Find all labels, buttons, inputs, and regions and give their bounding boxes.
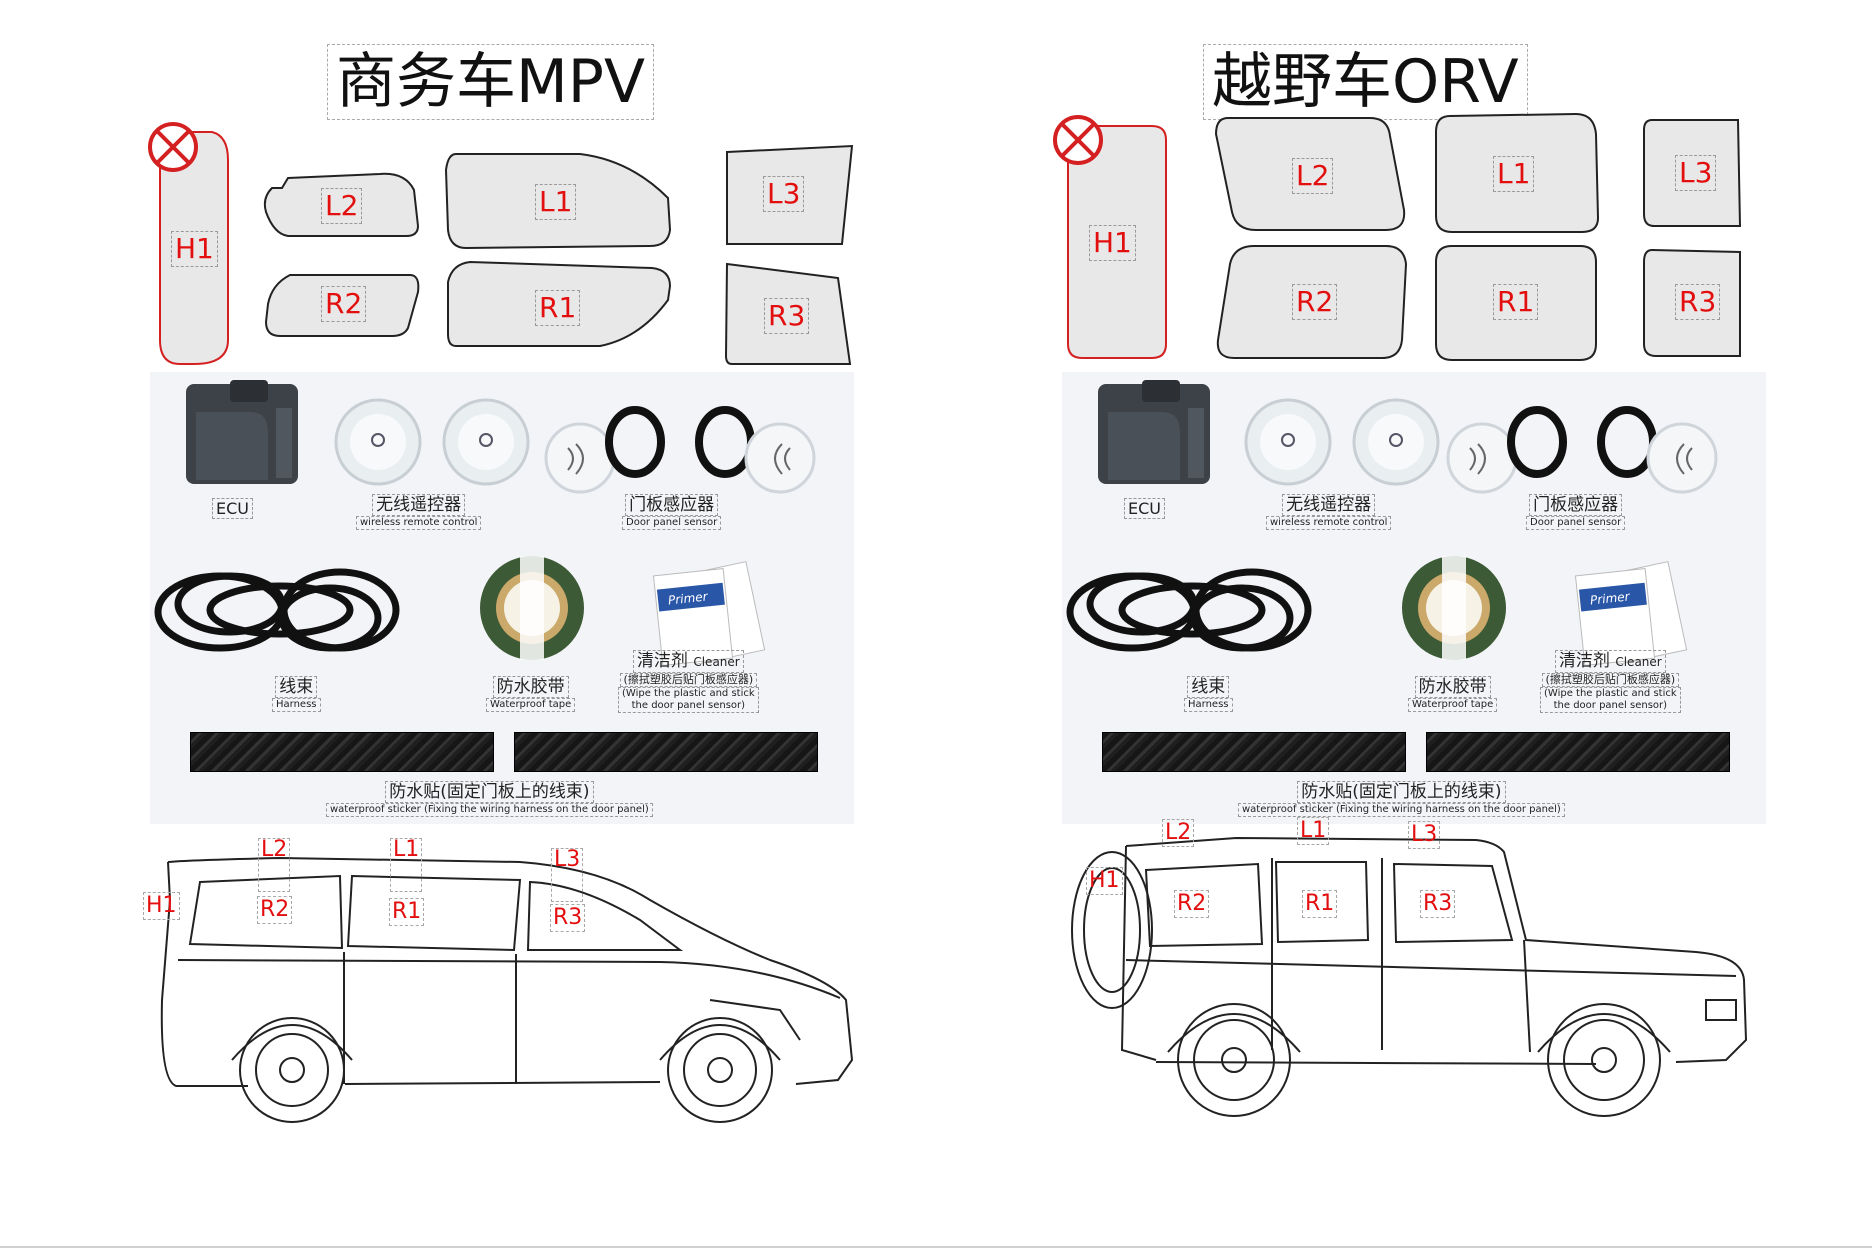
film-label-l1: L1 — [1493, 156, 1535, 192]
film-label-l2: L2 — [321, 188, 363, 224]
mpv-kit-items: Primer — [154, 380, 816, 666]
orv-kit-photo: Primer ECU 无线遥控器 wireless remote control… — [1062, 372, 1766, 824]
film-h1 — [1067, 125, 1167, 359]
caption-tape: 防水胶带 Waterproof tape — [1408, 676, 1498, 712]
mpv-kit-photo: Primer ECU 无线遥控器 wireless remote control… — [150, 372, 854, 824]
ecu-module — [186, 380, 298, 484]
caption-cleaner: 清洁剂 Cleaner (擦拭塑胶后贴门板感应器) (Wipe the plas… — [618, 650, 759, 713]
waterproof-sticker-2 — [514, 732, 818, 772]
tape-roll — [480, 556, 584, 660]
film-label-l3: L3 — [1675, 155, 1717, 191]
mpv-vehicle-drawing — [160, 856, 854, 1123]
film-r2 — [264, 274, 420, 337]
film-l2 — [1214, 117, 1406, 231]
film-label-r3: R3 — [764, 298, 810, 334]
orv-kit-items: Primer — [1066, 380, 1718, 666]
mpv-film-shapes — [159, 131, 854, 365]
caption-sticker: 防水贴(固定门板上的线束) waterproof sticker (Fixing… — [1238, 781, 1565, 817]
film-l3 — [726, 144, 854, 245]
film-label-r2: R2 — [1292, 284, 1338, 320]
film-r1 — [1435, 245, 1597, 361]
caption-sensor: 门板感应器 Door panel sensor — [622, 494, 722, 530]
primer-packet: Primer — [652, 561, 766, 666]
film-l2 — [263, 172, 420, 237]
vehicle-label-l1: L1 — [1297, 817, 1330, 845]
vehicle-label-r1: R1 — [389, 898, 425, 926]
wiring-harness — [1066, 568, 1312, 652]
vehicle-label-l2: L2 — [1162, 819, 1195, 847]
mpv-title: 商务车MPV — [327, 44, 654, 120]
mpv-panel: 商务车MPV H1 L2 L1 L3 R2 R1 R3 — [0, 0, 936, 1240]
caption-tape: 防水胶带 Waterproof tape — [486, 676, 576, 712]
remote-control — [334, 398, 530, 486]
remote-control — [1244, 398, 1440, 486]
vehicle-label-h1: H1 — [1086, 867, 1123, 895]
orv-film-shapes — [1067, 112, 1742, 361]
vehicle-label-l3: L3 — [551, 848, 584, 902]
caption-ecu: ECU — [1124, 498, 1165, 519]
film-label-r2: R2 — [321, 286, 367, 322]
film-r2 — [1216, 245, 1408, 359]
film-label-r1: R1 — [535, 290, 581, 326]
prohibited-icon — [1053, 115, 1103, 165]
film-label-l2: L2 — [1292, 158, 1334, 194]
vehicle-label-r3: R3 — [550, 904, 586, 932]
vehicle-label-l3: L3 — [1408, 821, 1441, 849]
tape-roll — [1402, 556, 1506, 660]
vehicle-label-l1: L1 — [390, 838, 423, 892]
caption-harness: 线束 Harness — [1184, 676, 1233, 712]
bottom-divider — [0, 1246, 1872, 1248]
caption-sticker: 防水贴(固定门板上的线束) waterproof sticker (Fixing… — [326, 781, 653, 817]
door-sensor — [544, 406, 816, 494]
vehicle-label-r1: R1 — [1302, 890, 1338, 918]
film-r3 — [1643, 248, 1741, 357]
waterproof-sticker-2 — [1426, 732, 1730, 772]
vehicle-label-h1: H1 — [143, 892, 180, 920]
caption-sensor: 门板感应器 Door panel sensor — [1526, 494, 1626, 530]
film-r3 — [724, 262, 852, 365]
orv-vehicle-drawing — [1071, 836, 1748, 1117]
vehicle-label-r2: R2 — [257, 896, 293, 924]
caption-remote: 无线遥控器 wireless remote control — [356, 494, 482, 530]
primer-packet-label: Primer — [667, 589, 709, 607]
waterproof-sticker-1 — [1102, 732, 1406, 772]
caption-ecu: ECU — [212, 498, 253, 519]
caption-remote: 无线遥控器 wireless remote control — [1266, 494, 1392, 530]
caption-harness: 线束 Harness — [272, 676, 321, 712]
wiring-harness — [154, 568, 400, 652]
vehicle-label-r3: R3 — [1420, 890, 1456, 918]
film-label-r3: R3 — [1675, 284, 1721, 320]
prohibited-icon — [148, 122, 198, 172]
film-r1 — [447, 260, 672, 347]
primer-packet: Primer — [1574, 561, 1688, 666]
film-label-r1: R1 — [1493, 284, 1539, 320]
vehicle-label-r2: R2 — [1174, 890, 1210, 918]
film-l1 — [444, 153, 672, 250]
film-label-h1: H1 — [1089, 225, 1136, 261]
film-l3 — [1643, 119, 1742, 227]
door-sensor — [1446, 406, 1718, 494]
vehicle-label-l2: L2 — [258, 838, 291, 892]
primer-packet-label: Primer — [1589, 589, 1631, 607]
film-label-l3: L3 — [763, 176, 805, 212]
orv-panel: 越野车ORV H1 L2 L1 L3 R2 R1 R3 — [936, 0, 1872, 1240]
film-label-l1: L1 — [535, 184, 577, 220]
film-l1 — [1435, 112, 1600, 233]
waterproof-sticker-1 — [190, 732, 494, 772]
caption-cleaner: 清洁剂 Cleaner (擦拭塑胶后贴门板感应器) (Wipe the plas… — [1540, 650, 1681, 713]
ecu-module — [1098, 380, 1210, 484]
film-label-h1: H1 — [171, 231, 218, 267]
